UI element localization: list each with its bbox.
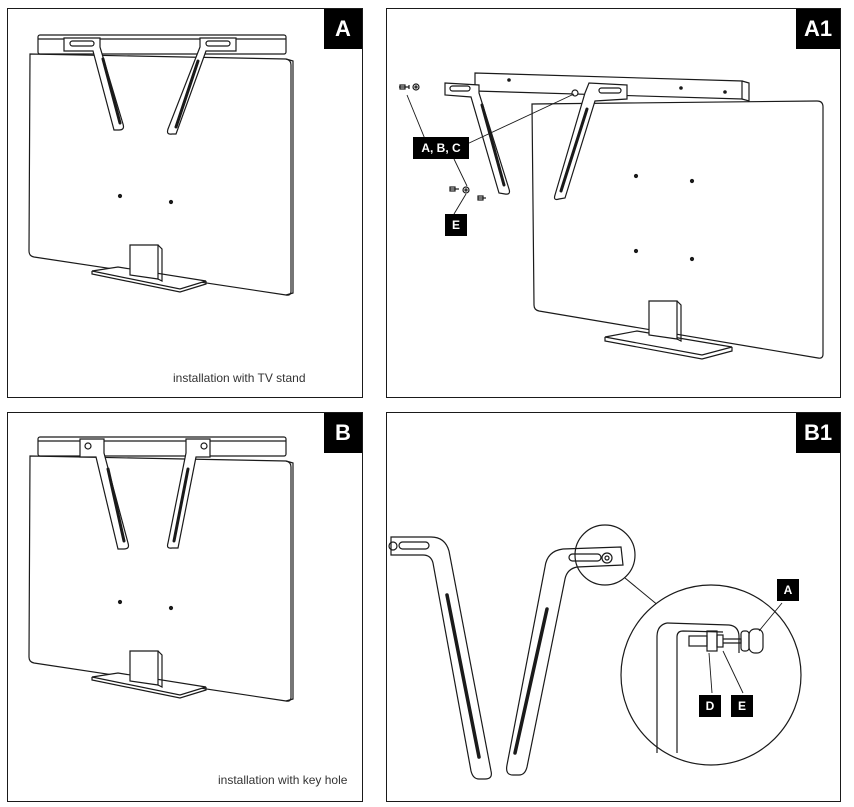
tv-screen — [28, 53, 292, 296]
right-bracket — [553, 82, 628, 201]
screw-set-bottom — [449, 186, 486, 201]
panel-a-label: A — [324, 9, 362, 49]
panel-b-illustration — [28, 436, 294, 702]
callout-e: E — [731, 695, 753, 717]
callout-e: E — [445, 214, 467, 236]
panel-b1-illustration — [388, 524, 802, 780]
screw-set-top — [399, 83, 420, 91]
panel-a-caption: installation with TV stand — [173, 371, 306, 385]
panel-b1: B1 A D E — [386, 412, 841, 802]
callout-d: D — [699, 695, 721, 717]
left-bracket — [63, 37, 125, 131]
tv-screen — [28, 455, 292, 702]
left-bracket — [390, 536, 492, 780]
tv-screen — [531, 100, 824, 359]
left-bracket — [444, 82, 511, 195]
panel-a1-illustration — [399, 72, 824, 360]
right-bracket — [166, 37, 237, 135]
panel-a1: A1 A, B, C E — [386, 8, 841, 398]
panel-b-caption: installation with key hole — [218, 773, 348, 787]
panel-b-label: B — [324, 413, 362, 453]
callout-abc: A, B, C — [413, 137, 469, 159]
callout-a: A — [777, 579, 799, 601]
soundbar — [37, 436, 287, 457]
panel-a1-label: A1 — [796, 9, 840, 49]
right-bracket — [506, 546, 624, 776]
panel-b: B installation with key hole — [7, 412, 363, 802]
panel-b1-label: B1 — [796, 413, 840, 453]
panel-a-illustration — [28, 34, 294, 296]
left-bracket — [79, 438, 130, 550]
panel-a: A installation with TV stand — [7, 8, 363, 398]
